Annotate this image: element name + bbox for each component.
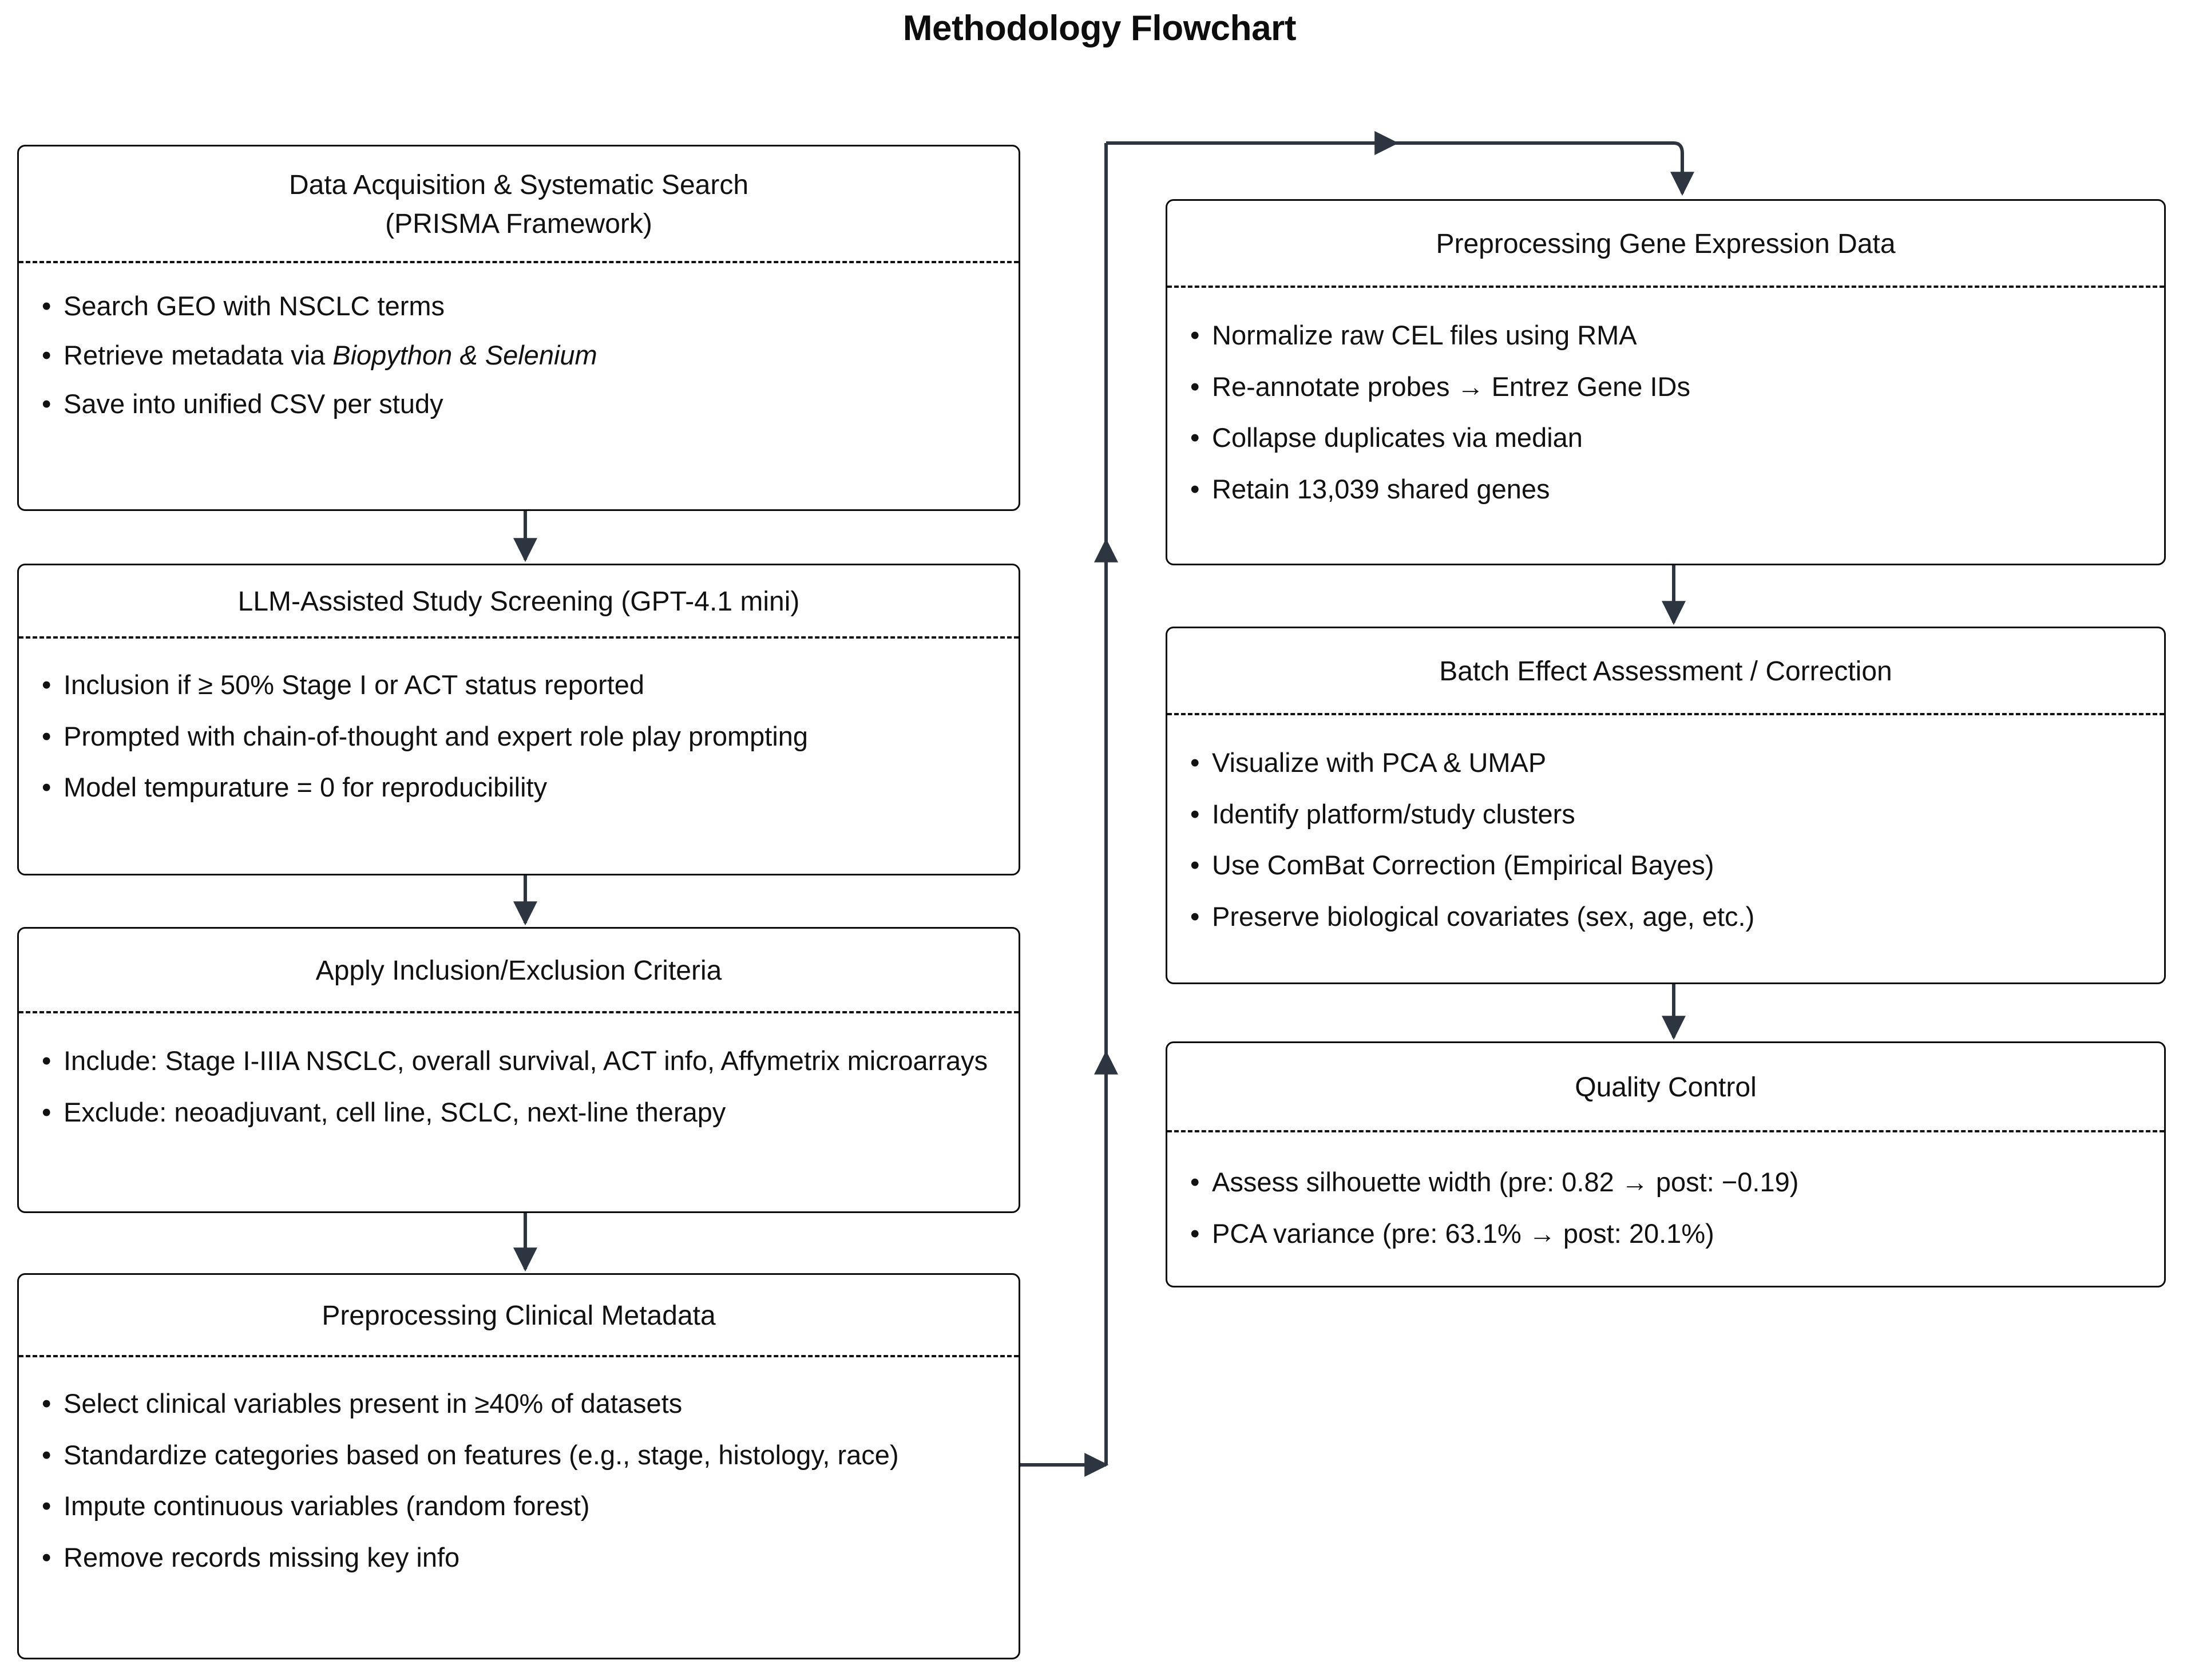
bullet-list: Include: Stage I-IIIA NSCLC, overall sur… (38, 1041, 999, 1143)
flow-node-gene-preprocessing[interactable]: Preprocessing Gene Expression Data Norma… (1166, 199, 2166, 565)
bullet-list: Normalize raw CEL files using RMA Re-ann… (1187, 315, 2145, 520)
list-item: Inclusion if ≥ 50% Stage I or ACT status… (38, 665, 999, 705)
node-divider (19, 636, 1019, 639)
connector-descender-into-gene-preprocessing (1670, 141, 1694, 196)
list-item: Prompted with chain-of-thought and exper… (38, 716, 999, 756)
list-item: Save into unified CSV per study (38, 384, 999, 424)
node-divider (19, 261, 1019, 264)
list-item: Exclude: neoadjuvant, cell line, SCLC, n… (38, 1092, 999, 1132)
node-title-line: (PRISMA Framework) (385, 209, 652, 240)
node-header: LLM-Assisted Study Screening (GPT-4.1 mi… (19, 565, 1019, 636)
node-body: Select clinical variables present in ≥40… (19, 1357, 1019, 1658)
node-header: Quality Control (1167, 1043, 2164, 1130)
bullet-list: Inclusion if ≥ 50% Stage I or ACT status… (38, 665, 999, 819)
flow-node-batch-effect[interactable]: Batch Effect Assessment / Correction Vis… (1166, 627, 2166, 984)
node-divider (1167, 1130, 2164, 1133)
flow-node-clinical-metadata[interactable]: Preprocessing Clinical Metadata Select c… (17, 1273, 1020, 1659)
node-divider (19, 1355, 1019, 1358)
node-body: Search GEO with NSCLC terms Retrieve met… (19, 263, 1019, 509)
node-header: Apply Inclusion/Exclusion Criteria (19, 929, 1019, 1011)
list-item: Model tempurature = 0 for reproducibilit… (38, 767, 999, 807)
bullet-list: Assess silhouette width (pre: 0.82 → pos… (1187, 1162, 2145, 1265)
bullet-list: Select clinical variables present in ≥40… (38, 1384, 999, 1588)
list-item: Identify platform/study clusters (1187, 794, 2145, 834)
bullet-list: Search GEO with NSCLC terms Retrieve met… (38, 286, 999, 424)
list-item: Search GEO with NSCLC terms (38, 286, 999, 326)
list-item: Remove records missing key info (38, 1538, 999, 1578)
list-item: Visualize with PCA & UMAP (1187, 743, 2145, 783)
node-title-line: Preprocessing Gene Expression Data (1436, 229, 1896, 259)
list-item: Retrieve metadata via Biopython & Seleni… (38, 335, 999, 375)
bullet-list: Visualize with PCA & UMAP Identify platf… (1187, 743, 2145, 948)
list-item: Retain 13,039 shared genes (1187, 469, 2145, 509)
list-item: Re-annotate probes → Entrez Gene IDs (1187, 367, 2145, 407)
node-title-line: LLM-Assisted Study Screening (GPT-4.1 mi… (237, 587, 800, 617)
list-item: Collapse duplicates via median (1187, 418, 2145, 458)
list-item: Impute continuous variables (random fore… (38, 1486, 999, 1526)
node-title-line: Data Acquisition & Systematic Search (288, 170, 749, 200)
node-title-line: Quality Control (1575, 1072, 1757, 1103)
flow-node-inclusion-criteria[interactable]: Apply Inclusion/Exclusion Criteria Inclu… (17, 927, 1020, 1213)
node-body: Assess silhouette width (pre: 0.82 → pos… (1167, 1132, 2164, 1286)
node-title-line: Batch Effect Assessment / Correction (1439, 656, 1892, 687)
node-body: Normalize raw CEL files using RMA Re-ann… (1167, 288, 2164, 564)
list-item: Select clinical variables present in ≥40… (38, 1384, 999, 1424)
list-item: Normalize raw CEL files using RMA (1187, 315, 2145, 355)
list-item: Preserve biological covariates (sex, age… (1187, 897, 2145, 937)
node-divider (1167, 713, 2164, 716)
list-item: Assess silhouette width (pre: 0.82 → pos… (1187, 1162, 2145, 1202)
node-body: Visualize with PCA & UMAP Identify platf… (1167, 715, 2164, 982)
flow-node-llm-screening[interactable]: LLM-Assisted Study Screening (GPT-4.1 mi… (17, 564, 1020, 875)
page-title: Methodology Flowchart (902, 9, 1297, 48)
node-divider (1167, 286, 2164, 288)
flow-node-quality-control[interactable]: Quality Control Assess silhouette width … (1166, 1041, 2166, 1287)
list-item: Use ComBat Correction (Empirical Bayes) (1187, 845, 2145, 885)
node-header: Preprocessing Clinical Metadata (19, 1275, 1019, 1355)
node-header: Batch Effect Assessment / Correction (1167, 628, 2164, 713)
list-item: PCA variance (pre: 63.1% → post: 20.1%) (1187, 1214, 2145, 1254)
node-header: Data Acquisition & Systematic Search (PR… (19, 146, 1019, 261)
node-title-line: Preprocessing Clinical Metadata (322, 1301, 716, 1331)
flow-node-data-acquisition[interactable]: Data Acquisition & Systematic Search (PR… (17, 145, 1020, 511)
list-item: Include: Stage I-IIIA NSCLC, overall sur… (38, 1041, 999, 1081)
node-header: Preprocessing Gene Expression Data (1167, 201, 2164, 286)
list-item: Standardize categories based on features… (38, 1435, 999, 1475)
node-divider (19, 1011, 1019, 1014)
node-body: Inclusion if ≥ 50% Stage I or ACT status… (19, 639, 1019, 874)
node-title-line: Apply Inclusion/Exclusion Criteria (315, 956, 722, 986)
node-body: Include: Stage I-IIIA NSCLC, overall sur… (19, 1013, 1019, 1211)
